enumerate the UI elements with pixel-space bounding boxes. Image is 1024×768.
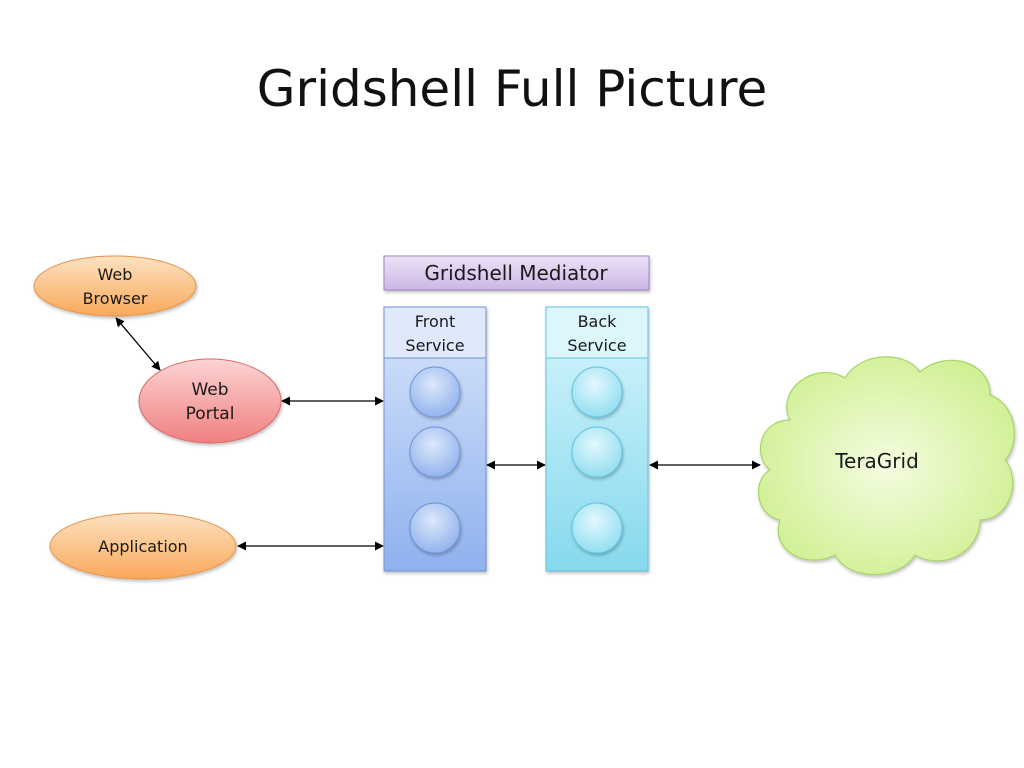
back-service-instance xyxy=(571,426,623,478)
teragrid-cloud xyxy=(757,356,1015,576)
front-service-column xyxy=(383,306,487,572)
browser-portal-connector xyxy=(115,317,161,371)
back-service-instance xyxy=(571,366,623,418)
front-service-label-line2: Service xyxy=(405,336,464,355)
teragrid-label: TeraGrid xyxy=(834,449,919,473)
back-service-instance xyxy=(571,502,623,554)
front-service-instance xyxy=(409,426,461,478)
web-browser-label-line2: Browser xyxy=(83,289,148,308)
web-portal-node xyxy=(138,358,282,444)
page-title: Gridshell Full Picture xyxy=(256,60,768,118)
front-service-instance xyxy=(409,366,461,418)
web-browser-label-line1: Web xyxy=(98,265,133,284)
web-portal-label-line2: Portal xyxy=(186,404,235,424)
back-service-column xyxy=(545,306,649,572)
back-service-label-line2: Service xyxy=(567,336,626,355)
gridshell-mediator-box xyxy=(383,255,650,291)
front-service-label-line1: Front xyxy=(415,312,455,331)
front-service-instance xyxy=(409,502,461,554)
web-browser-node xyxy=(33,255,197,317)
web-portal-label-line1: Web xyxy=(191,380,228,400)
application-node xyxy=(49,512,237,580)
application-label: Application xyxy=(98,537,187,556)
gridshell-mediator-label: Gridshell Mediator xyxy=(424,261,608,285)
back-service-label-line1: Back xyxy=(578,312,618,331)
